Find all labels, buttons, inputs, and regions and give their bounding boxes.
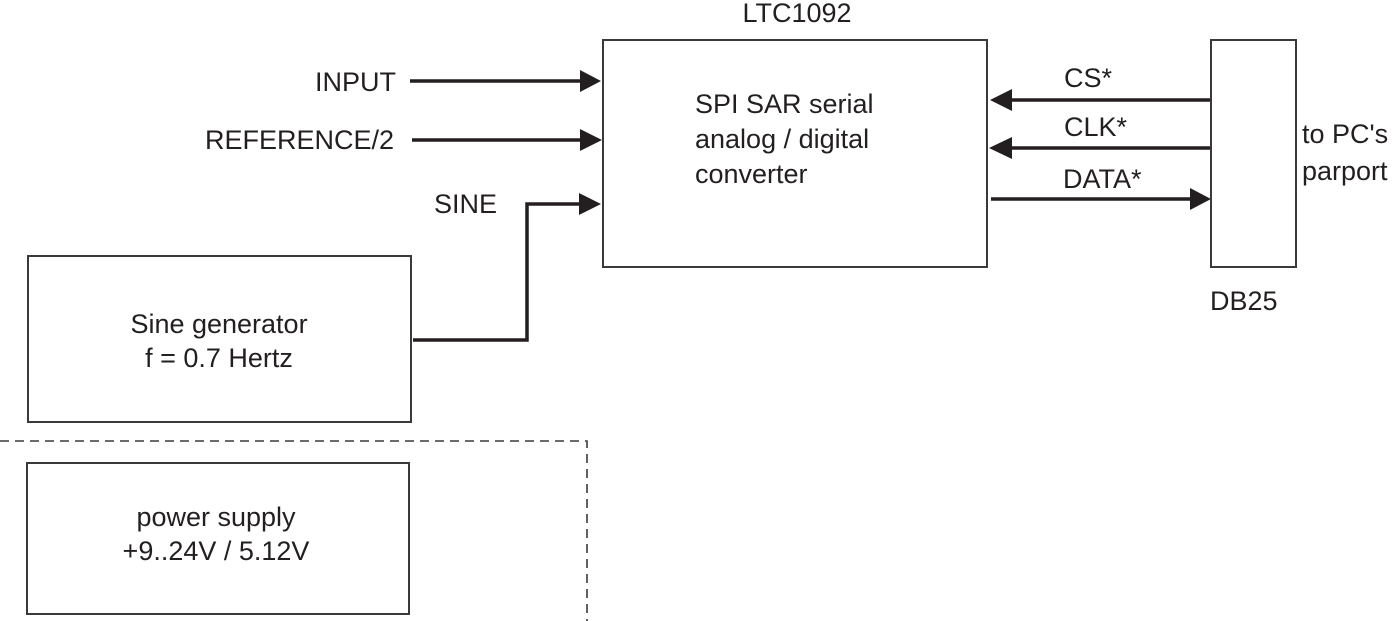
data-signal: DATA*	[991, 164, 1211, 210]
cs-label: CS*	[1064, 63, 1113, 93]
adc-block: LTC1092 SPI SAR serial analog / digital …	[602, 0, 988, 268]
db25-label: DB25	[1210, 286, 1278, 316]
reference-signal: REFERENCE/2	[205, 125, 602, 155]
cs-arrowhead-icon	[990, 89, 1012, 111]
power-supply-box	[26, 462, 410, 615]
input-arrowhead-icon	[580, 70, 601, 92]
sine-wire	[413, 202, 582, 342]
db25-box	[1210, 39, 1297, 268]
adc-text-line-2: analog / digital	[695, 124, 869, 154]
data-arrowhead-icon	[1190, 188, 1211, 210]
parport-note-line-2: parport	[1302, 156, 1388, 186]
adc-text-line-1: SPI SAR serial	[695, 89, 874, 119]
input-label: INPUT	[315, 67, 396, 97]
sine-generator-line-1: Sine generator	[130, 309, 307, 339]
power-supply-line-2: +9..24V / 5.12V	[123, 536, 310, 566]
power-supply-line-1: power supply	[136, 502, 296, 532]
clk-label: CLK*	[1064, 112, 1128, 142]
db25-connector: DB25 to PC's parport	[1210, 39, 1388, 316]
sine-generator-block: Sine generator f = 0.7 Hertz	[27, 255, 412, 423]
input-signal: INPUT	[315, 67, 601, 97]
reference-arrowhead-icon	[580, 129, 602, 151]
sine-arrowhead-icon	[579, 193, 601, 215]
sine-signal: SINE	[413, 189, 601, 342]
clk-arrowhead-icon	[989, 137, 1012, 159]
adc-box	[602, 39, 988, 268]
sine-generator-line-2: f = 0.7 Hertz	[145, 343, 293, 373]
clk-signal: CLK*	[989, 112, 1211, 159]
cs-signal: CS*	[990, 63, 1211, 111]
adc-text-line-3: converter	[695, 159, 808, 189]
power-supply-block: power supply +9..24V / 5.12V	[26, 462, 410, 615]
adc-chip-label: LTC1092	[742, 0, 851, 28]
sine-generator-box	[27, 255, 412, 423]
parport-note-line-1: to PC's	[1302, 119, 1388, 149]
power-section-boundary	[0, 440, 588, 621]
data-label: DATA*	[1063, 164, 1142, 194]
reference-label: REFERENCE/2	[205, 125, 394, 155]
sine-label: SINE	[434, 189, 497, 219]
